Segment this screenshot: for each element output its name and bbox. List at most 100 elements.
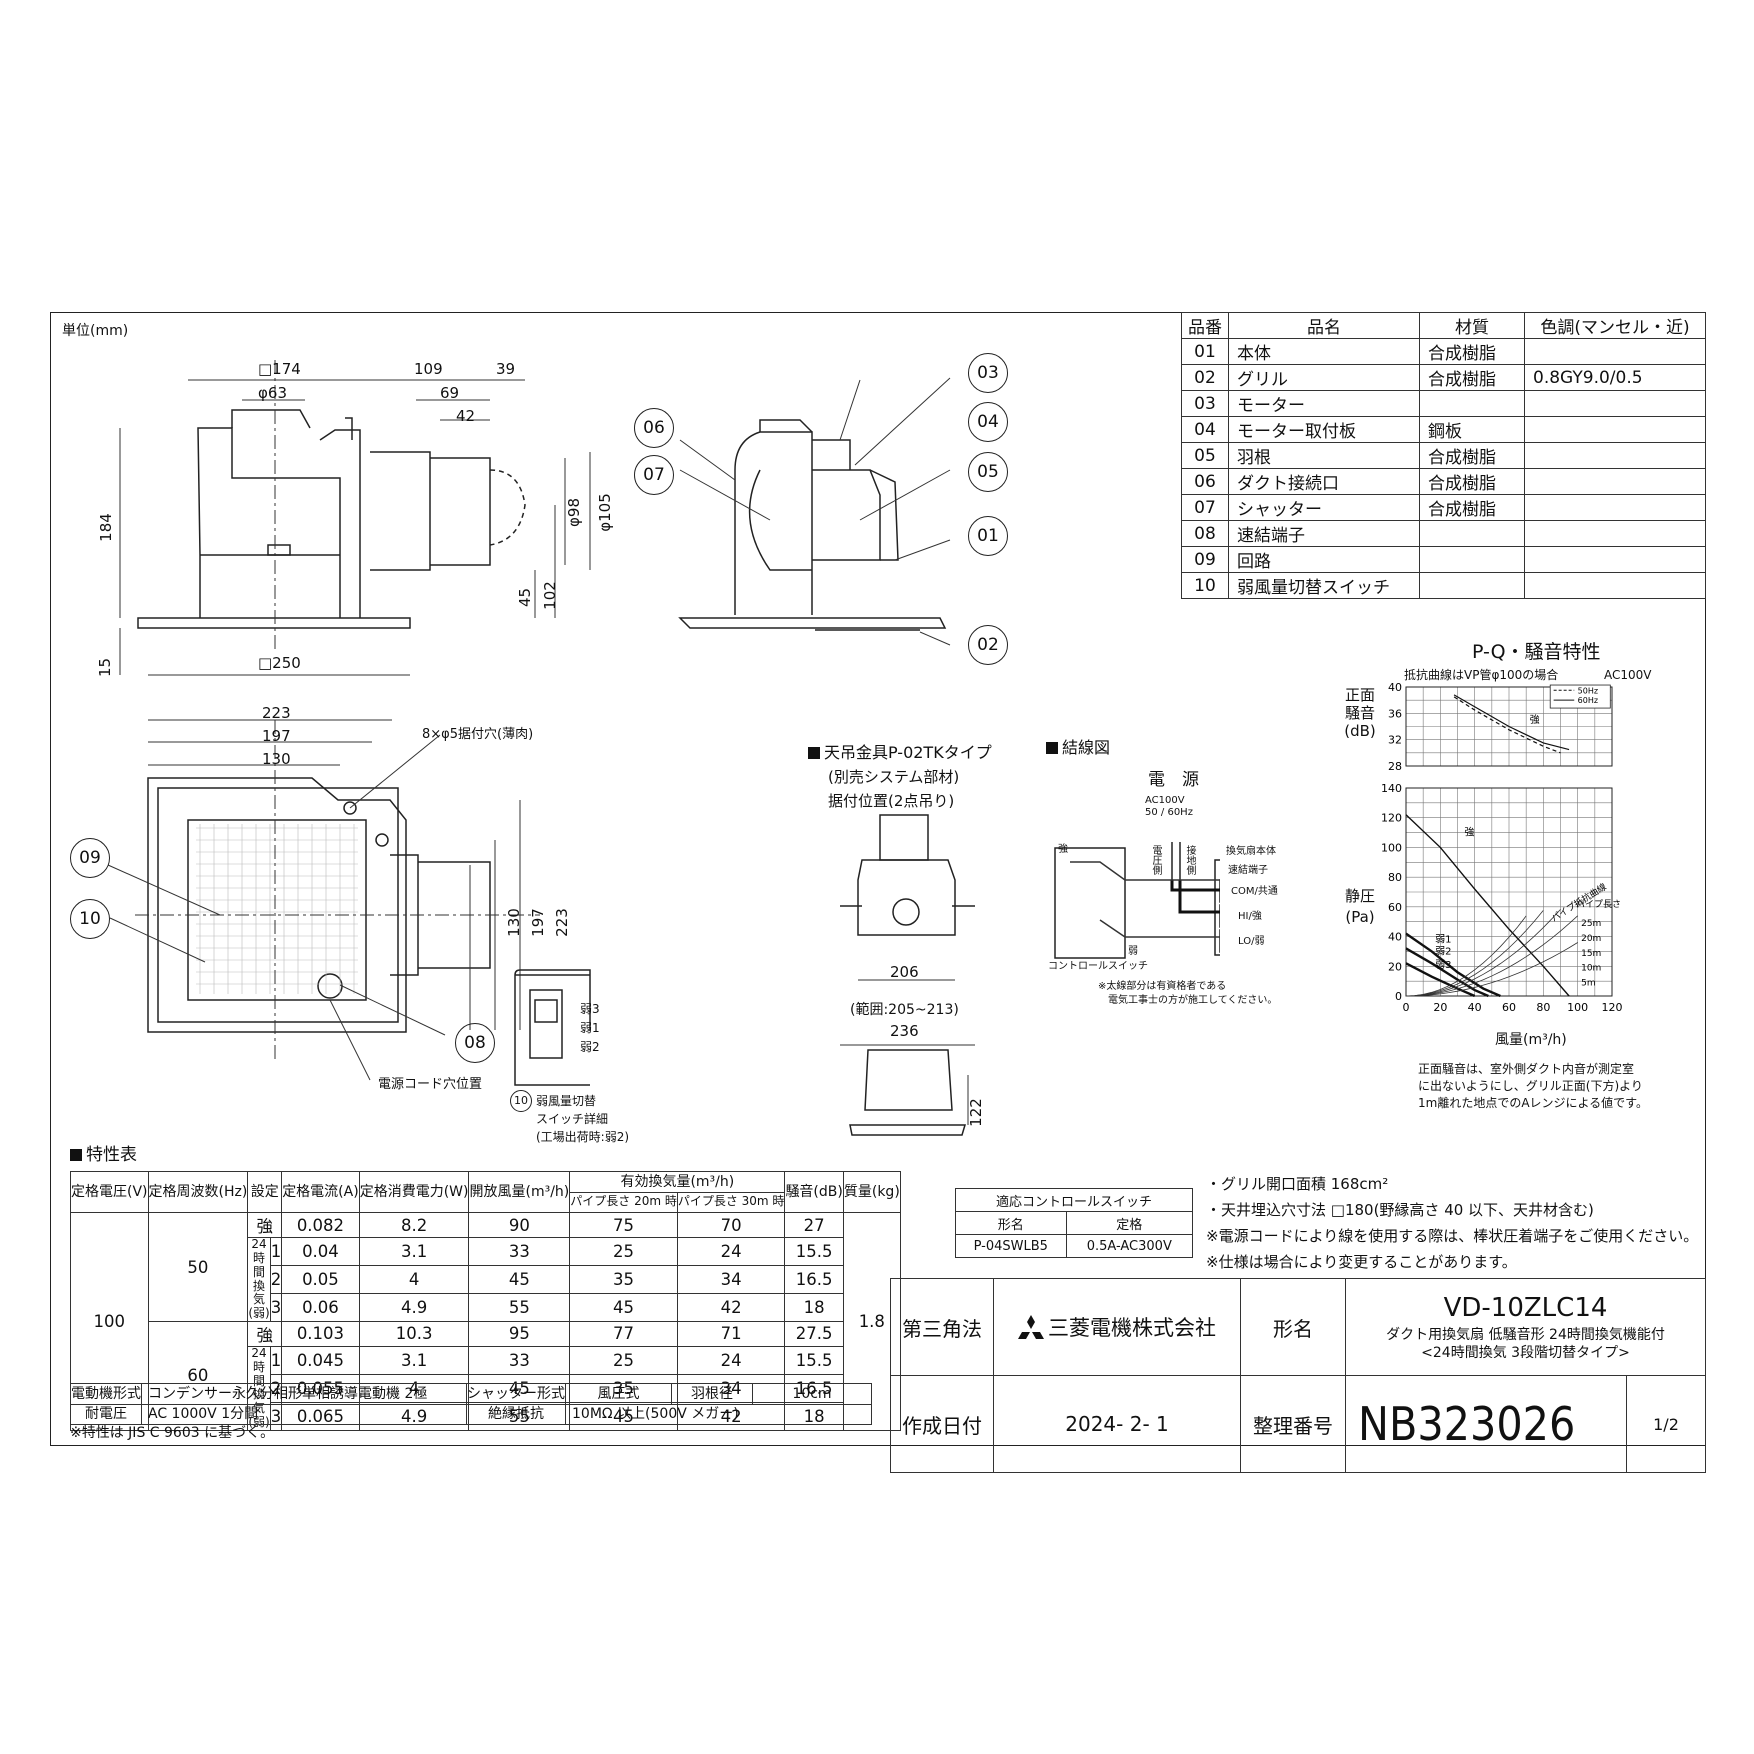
pq-y-tick: 20 xyxy=(1388,960,1402,973)
pq-x-tick: 80 xyxy=(1536,1001,1550,1014)
pow-cell: 8.2 xyxy=(358,1212,470,1239)
parts-header-material: 材質 xyxy=(1419,312,1525,339)
hanger-sub2: 据付位置(2点吊り) xyxy=(828,792,955,810)
callout-05-label: 05 xyxy=(977,462,999,482)
wiring-body: 換気扇本体 xyxy=(1226,846,1276,857)
withstand-label: 耐電圧 xyxy=(70,1403,142,1426)
callout-07: 07 xyxy=(634,455,674,495)
callout-02: 02 xyxy=(968,625,1008,665)
dim-206: 206 xyxy=(890,963,919,981)
pipe-length-tick: 25m xyxy=(1581,919,1601,929)
p20-cell: 35 xyxy=(569,1265,678,1295)
part-color xyxy=(1524,468,1706,495)
table-row: 24時間換気(弱) 1 0.04 3.1 33 25 24 15.5 xyxy=(71,1237,901,1322)
callout-06-label: 06 xyxy=(643,418,665,438)
noise-ylabel: 正面騒音(dB) xyxy=(1344,686,1376,740)
pipe-length-tick: 10m xyxy=(1581,964,1601,974)
noise-annotation: 強 xyxy=(1530,713,1540,726)
hanger-marker xyxy=(808,747,820,759)
dim-130: 130 xyxy=(262,750,291,768)
model-desc-1: ダクト用換気扇 低騒音形 24時間換気機能付 xyxy=(1386,1326,1665,1343)
date-label-cell: 作成日付 xyxy=(890,1375,994,1473)
pq-y-tick: 60 xyxy=(1388,901,1402,914)
part-color xyxy=(1524,442,1706,469)
part-no: 09 xyxy=(1181,546,1229,573)
num-label-cell: 整理番号 xyxy=(1240,1375,1346,1473)
part-color: 0.8GY9.0/0.5 xyxy=(1524,364,1706,391)
wiring-v2: 接地側 xyxy=(1184,845,1195,875)
chart-note-2: に出ないようにし、グリル正面(下方)より xyxy=(1418,1079,1643,1093)
dim-v197: 197 xyxy=(528,908,547,937)
callout-08-label: 08 xyxy=(464,1033,486,1053)
model-label-cell: 形名 xyxy=(1240,1278,1346,1376)
range-label: (範囲:205~213) xyxy=(850,1002,959,1018)
cord-position: 電源コード穴位置 xyxy=(378,1077,483,1092)
pq-y-tick: 40 xyxy=(1388,931,1402,944)
pow-cell: 4.9 xyxy=(358,1293,470,1322)
dim-42: 42 xyxy=(456,407,476,425)
pq-x-tick: 40 xyxy=(1468,1001,1482,1014)
switch-v1: P-04SWLB5 xyxy=(955,1234,1067,1258)
company-cell: 三菱電機株式会社 xyxy=(993,1278,1241,1376)
table-row: 電動機形式 コンデンサー永久分相形単相誘導電動機 2極 シャッター形式 風圧式 … xyxy=(70,1383,872,1405)
callout-06: 06 xyxy=(634,408,674,448)
p20-cell: 25 xyxy=(569,1345,678,1375)
insulation-value: 10MΩ 以上(500V メガー) xyxy=(565,1403,872,1426)
resistance-curve xyxy=(1405,915,1578,997)
note-3: ※電源コードにより線を使用する際は、棒状圧着端子をご使用ください。 xyxy=(1206,1227,1699,1245)
p30-cell: 71 xyxy=(676,1320,786,1347)
part-name: シャッター xyxy=(1228,494,1420,521)
noise-series-line xyxy=(1453,694,1570,751)
part-material xyxy=(1419,390,1525,417)
chart-subtitle: 抵抗曲線はVP管φ100の場合 xyxy=(1404,668,1559,682)
wiring-terminal: 速結端子 xyxy=(1228,865,1268,876)
model-cell: VD-10ZLC14 ダクト用換気扇 低騒音形 24時間換気機能付 <24時間換… xyxy=(1345,1278,1706,1376)
part-color xyxy=(1524,390,1706,417)
wiring-ac: AC100V xyxy=(1145,795,1185,806)
h-p20: パイプ長さ 20m 時 xyxy=(569,1191,678,1214)
part-material: 合成樹脂 xyxy=(1419,494,1525,521)
resistance-curve xyxy=(1405,915,1527,997)
part-color xyxy=(1524,520,1706,547)
dim-69: 69 xyxy=(440,384,460,402)
pq-ylabel: 静圧(Pa) xyxy=(1344,887,1375,926)
pow-cell: 10.3 xyxy=(358,1320,470,1347)
resistance-curve xyxy=(1405,942,1578,997)
part-no: 02 xyxy=(1181,364,1229,391)
switch-detail-line3: (工場出荷時:弱2) xyxy=(536,1130,630,1144)
pq-x-tick: 20 xyxy=(1433,1001,1447,1014)
noise-cell: 15.5 xyxy=(784,1237,844,1267)
drawing-sheet xyxy=(50,312,1706,1446)
unit-label: 単位(mm) xyxy=(62,323,129,339)
front-view-drawing xyxy=(107,360,1220,1136)
callout-09-label: 09 xyxy=(79,848,101,868)
pq-y-tick: 0 xyxy=(1395,990,1402,1003)
wiring-v1: 電圧側 xyxy=(1150,845,1161,875)
callout-04-label: 04 xyxy=(977,412,999,432)
p30-cell: 24 xyxy=(676,1237,786,1267)
chart-note-1: 正面騒音は、室外側ダクト内音が測定室 xyxy=(1418,1062,1635,1076)
h-mass: 質量(kg) xyxy=(842,1170,901,1214)
pq-series-line xyxy=(1405,932,1501,998)
date-cell: 2024- 2- 1 xyxy=(993,1375,1241,1473)
wiring-hi: HI/強 xyxy=(1238,911,1262,922)
noise-legend-label: 60Hz xyxy=(1578,696,1598,705)
part-color xyxy=(1524,546,1706,573)
pow-cell: 4 xyxy=(358,1265,470,1295)
part-no: 01 xyxy=(1181,338,1229,365)
part-name: グリル xyxy=(1228,364,1420,391)
holes-label: 8×φ5据付穴(薄肉) xyxy=(422,727,534,742)
cur-cell: 0.045 xyxy=(281,1345,360,1375)
note-4: ※仕様は場合により変更することがあります。 xyxy=(1206,1253,1517,1271)
hanger-title-text: 天吊金具P-02TKタイプ xyxy=(824,743,992,762)
part-name: 回路 xyxy=(1228,546,1420,573)
wiring-lo: LO/弱 xyxy=(1238,936,1265,947)
dim-236: 236 xyxy=(890,1022,919,1040)
parts-header-color: 色調(マンセル・近) xyxy=(1524,312,1706,339)
